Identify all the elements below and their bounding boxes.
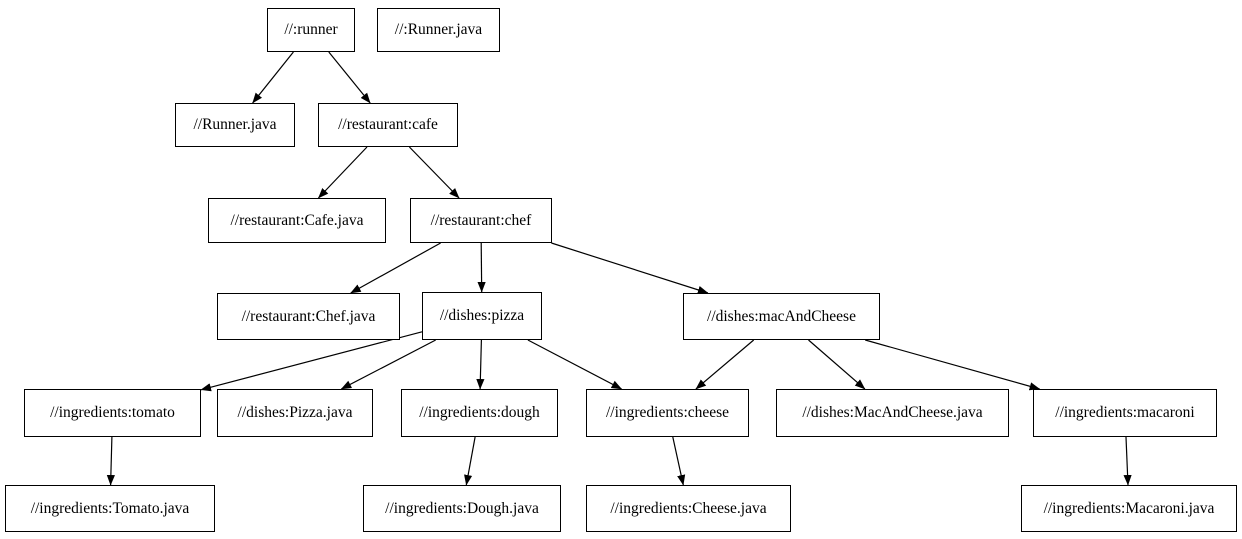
graph-node-runner-java: //Runner.java — [175, 103, 295, 147]
edge-chef-to-chef-java — [350, 242, 441, 294]
graph-node-label: //dishes:macAndCheese — [707, 307, 856, 325]
graph-node-cheese: //ingredients:cheese — [586, 389, 749, 437]
graph-node-label: //ingredients:Dough.java — [385, 499, 539, 517]
edge-pizza-to-pizza-java — [340, 339, 436, 390]
graph-node-label: //dishes:Pizza.java — [237, 404, 353, 422]
edge-macaroni-to-macaroni-java — [1123, 436, 1132, 486]
edge-mac-and-cheese-to-cheese — [695, 339, 755, 390]
edge-cafe-to-chef — [408, 146, 460, 199]
graph-node-cheese-java: //ingredients:Cheese.java — [586, 485, 791, 532]
graph-node-label: //ingredients:dough — [419, 404, 540, 422]
edge-chef-to-mac-and-cheese — [551, 242, 709, 294]
edge-mac-and-cheese-to-macaroni — [865, 339, 1041, 391]
graph-node-label: //ingredients:macaroni — [1055, 404, 1195, 422]
edge-pizza-to-cheese — [527, 339, 623, 390]
graph-node-label: //Runner.java — [193, 116, 277, 134]
graph-node-runner-java-root: //:Runner.java — [377, 8, 500, 52]
graph-node-label: //restaurant:Cafe.java — [230, 211, 364, 229]
graph-node-label: //dishes:pizza — [439, 307, 525, 325]
graph-node-label: //ingredients:tomato — [50, 404, 175, 422]
graph-node-tomato-java: //ingredients:Tomato.java — [5, 485, 215, 532]
graph-node-cafe-java: //restaurant:Cafe.java — [208, 198, 386, 243]
graph-node-mac-and-cheese-java: //dishes:MacAndCheese.java — [776, 389, 1009, 437]
edge-chef-to-pizza — [477, 242, 486, 293]
graph-node-chef-java: //restaurant:Chef.java — [217, 293, 400, 340]
graph-node-label: //:Runner.java — [394, 21, 483, 39]
edge-pizza-to-dough — [476, 339, 485, 390]
graph-node-label: //ingredients:Tomato.java — [30, 499, 190, 517]
graph-node-pizza: //dishes:pizza — [422, 292, 542, 340]
graph-node-pizza-java: //dishes:Pizza.java — [217, 389, 373, 437]
edge-dough-to-dough-java — [464, 436, 476, 486]
graph-node-label: //dishes:MacAndCheese.java — [802, 404, 983, 422]
edge-mac-and-cheese-to-mac-and-cheese-java — [808, 339, 866, 390]
graph-node-mac-and-cheese: //dishes:macAndCheese — [683, 293, 880, 340]
edges-group — [106, 51, 1132, 486]
graph-node-dough-java: //ingredients:Dough.java — [363, 485, 561, 532]
graph-node-label: //ingredients:Macaroni.java — [1043, 499, 1215, 517]
graph-node-runner: //:runner — [267, 8, 355, 52]
edge-runner-to-runner-java — [252, 51, 294, 104]
graph-node-cafe: //restaurant:cafe — [318, 103, 458, 147]
graph-node-chef: //restaurant:chef — [410, 198, 552, 243]
graph-node-macaroni: //ingredients:macaroni — [1033, 389, 1217, 437]
edge-pizza-to-tomato — [200, 331, 423, 392]
edge-runner-to-cafe — [328, 51, 371, 104]
graph-node-label: //restaurant:cafe — [338, 116, 438, 134]
edge-tomato-to-tomato-java — [106, 436, 115, 486]
graph-node-label: //restaurant:Chef.java — [241, 307, 376, 325]
edge-cafe-to-cafe-java — [317, 146, 368, 199]
graph-node-label: //ingredients:cheese — [605, 404, 730, 422]
graph-node-label: //ingredients:Cheese.java — [610, 499, 767, 517]
graph-node-label: //restaurant:chef — [430, 211, 532, 229]
graph-node-macaroni-java: //ingredients:Macaroni.java — [1021, 485, 1237, 532]
graph-node-dough: //ingredients:dough — [401, 389, 558, 437]
graph-node-label: //:runner — [284, 21, 338, 39]
graph-node-tomato: //ingredients:tomato — [24, 389, 201, 437]
edge-cheese-to-cheese-java — [672, 436, 686, 486]
